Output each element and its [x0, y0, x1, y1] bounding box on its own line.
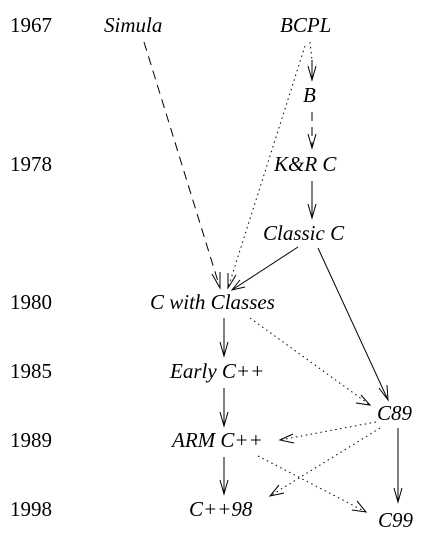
- node-cpp98: C++98: [189, 497, 253, 521]
- year-label-1978: 1978: [10, 152, 52, 176]
- arrowhead-bcpl-to-b: [307, 65, 317, 82]
- node-early-cpp: Early C++: [169, 359, 264, 383]
- arrowhead-c89-to-arm-cpp: [278, 433, 295, 444]
- node-arm-cpp: ARM C++: [170, 428, 263, 452]
- year-label-1998: 1998: [10, 497, 52, 521]
- edge-c89-to-cpp98: [269, 427, 381, 497]
- node-bcpl: BCPL: [280, 13, 331, 37]
- node-classic-c: Classic C: [263, 221, 345, 245]
- edge-bcpl-to-b-dotted: [309, 41, 313, 61]
- arrowhead-simula-to-c-with-classes: [211, 272, 221, 290]
- node-simula: Simula: [104, 13, 162, 37]
- arrowhead-c-with-classes-to-c89: [355, 394, 372, 406]
- arrowhead-classic-c-to-c-with-classes: [230, 279, 246, 291]
- node-c-with-classes: C with Classes: [150, 290, 275, 314]
- year-label-1985: 1985: [10, 359, 52, 383]
- arrowhead-b-to-kr-c: [307, 133, 317, 150]
- arrowhead-early-cpp-to-arm-cpp: [219, 411, 229, 428]
- edge-classic-c-to-c89: [317, 247, 389, 401]
- arrowhead-kr-c-to-classic-c: [307, 203, 317, 220]
- arrowhead-c-with-classes-to-early-cpp: [219, 341, 229, 358]
- node-c99: C99: [378, 508, 414, 532]
- node-c89: C89: [377, 401, 413, 425]
- arrowhead-bcpl-to-c-with-classes: [227, 273, 237, 290]
- edge-c89-to-arm-cpp: [279, 421, 377, 441]
- arrowhead-arm-cpp-to-c99: [351, 500, 368, 513]
- year-label-1989: 1989: [10, 428, 52, 452]
- arrowhead-c89-to-cpp98: [268, 484, 285, 497]
- arrowhead-c89-to-c99: [393, 487, 403, 504]
- edge-simula-to-c-with-classes: [143, 41, 221, 289]
- edge-c-with-classes-to-c89: [249, 317, 371, 406]
- arrowhead-classic-c-to-c89: [378, 384, 389, 402]
- arrowhead-arm-cpp-to-cpp98: [219, 479, 229, 496]
- year-label-1980: 1980: [10, 290, 52, 314]
- node-kr-c: K&R C: [273, 152, 337, 176]
- year-label-1967: 1967: [10, 13, 52, 37]
- node-b: B: [303, 83, 316, 107]
- edge-arm-cpp-to-c99: [257, 455, 367, 513]
- edge-classic-c-to-c-with-classes: [231, 246, 299, 291]
